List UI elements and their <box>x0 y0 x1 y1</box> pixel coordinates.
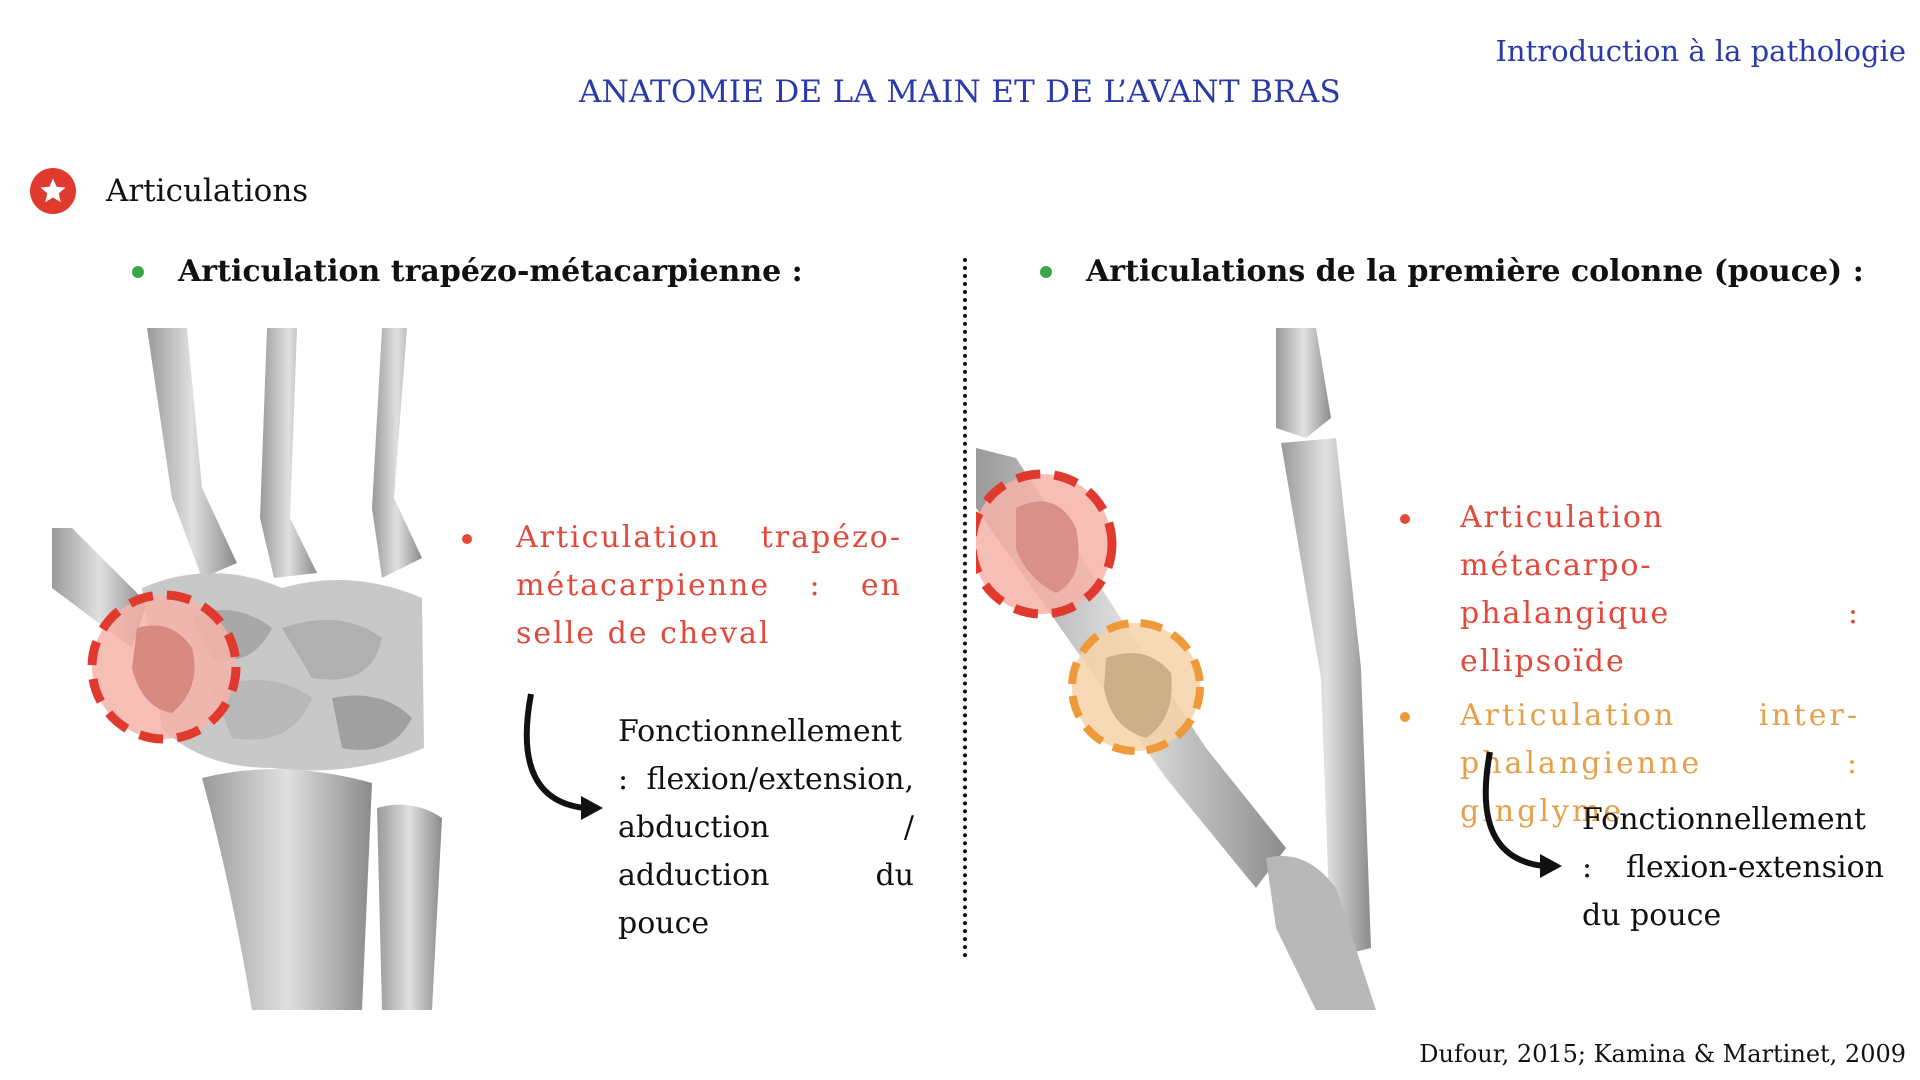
bullet-dot <box>1040 265 1052 278</box>
page-title: ANATOMIE DE LA MAIN ET DE L’AVANT BRAS <box>578 74 1342 110</box>
wrist-bones-image <box>52 328 460 1010</box>
curved-arrow-icon <box>1474 748 1574 882</box>
right-bullet-text: Articulation métacarpo-phalangique : ell… <box>1460 500 1860 679</box>
bullet-dot <box>462 534 472 544</box>
list-item: Articulation métacarpo-phalangique : ell… <box>1400 494 1860 686</box>
left-bullet: Articulation trapézo-métacarpienne : en … <box>462 514 902 658</box>
left-bullet-text: Articulation trapézo-métacarpienne : en … <box>516 520 902 651</box>
citation: Dufour, 2015; Kamina & Martinet, 2009 <box>1419 1040 1906 1068</box>
right-heading-text: Articulations de la première colonne (po… <box>1086 254 1864 289</box>
section-header: Articulations <box>30 168 308 214</box>
left-heading-text: Articulation trapézo-métacarpienne : <box>178 254 803 289</box>
bullet-dot <box>1400 514 1410 524</box>
right-bullet-list: Articulation métacarpo-phalangique : ell… <box>1400 494 1860 836</box>
column-divider <box>963 258 967 958</box>
thumb-bones-image <box>976 328 1388 1010</box>
section-label: Articulations <box>106 173 309 209</box>
right-heading: Articulations de la première colonne (po… <box>1040 254 1864 289</box>
star-icon <box>30 168 76 214</box>
left-functional-text: Fonctionnellement : flexion/extension, a… <box>618 714 914 941</box>
left-heading: Articulation trapézo-métacarpienne : <box>132 254 803 289</box>
curved-arrow-icon <box>515 690 615 824</box>
bullet-dot <box>1400 712 1410 722</box>
header-context: Introduction à la pathologie <box>1495 34 1906 68</box>
bullet-dot <box>132 265 144 278</box>
right-functional-text: Fonctionnellement : flexion-extension du… <box>1582 802 1884 933</box>
